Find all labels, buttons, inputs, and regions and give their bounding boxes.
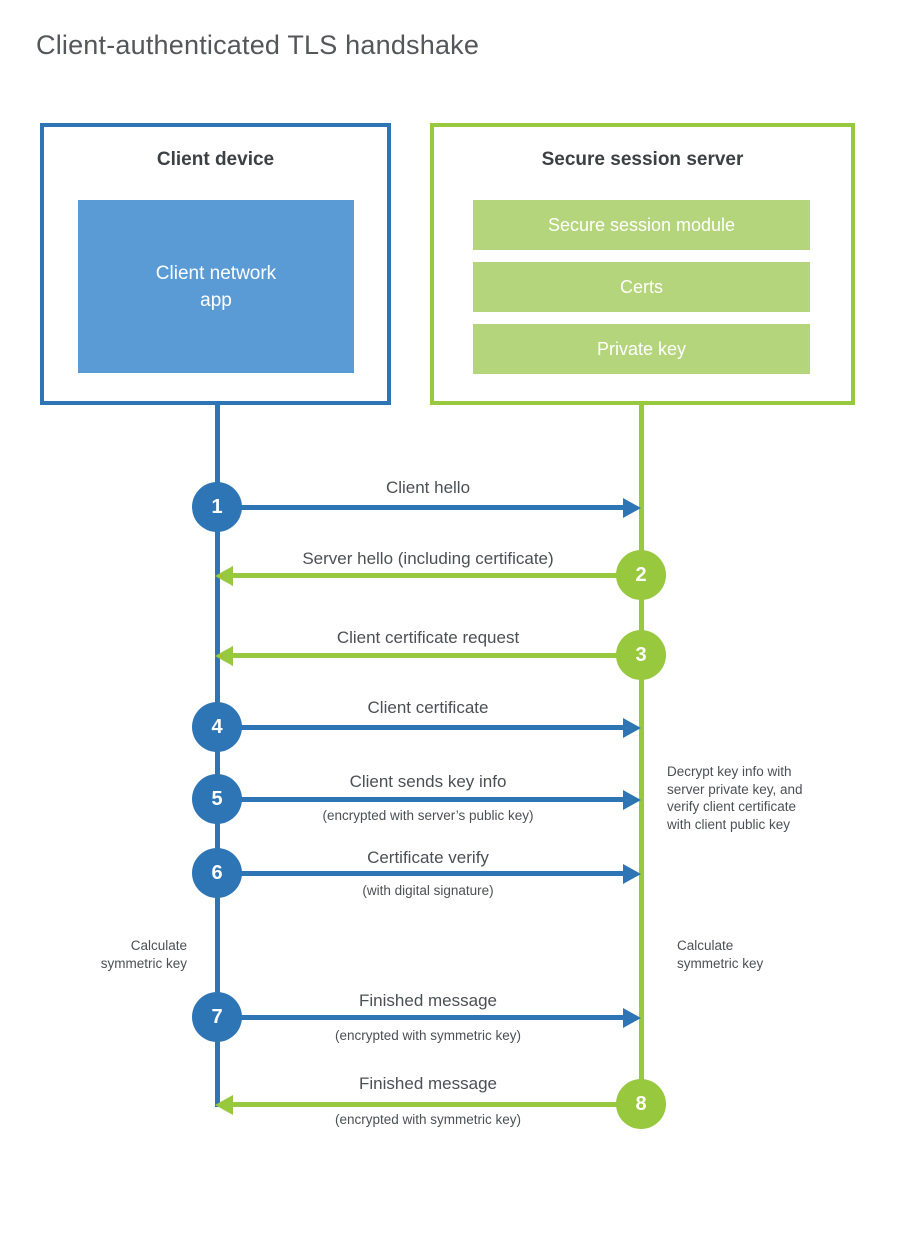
message-label-3: Client certificate request <box>336 628 520 647</box>
message-label-4: Client certificate <box>367 698 489 717</box>
client-network-app-rect: Client network app <box>78 200 354 373</box>
message-label-2: Server hello (including certificate) <box>302 549 554 568</box>
step-circle-3: 3 <box>616 630 666 680</box>
page-title: Client-authenticated TLS handshake <box>36 30 480 60</box>
arrow-step-5 <box>217 790 641 810</box>
step-circle-1: 1 <box>192 482 242 532</box>
server-module-private-key: Private key <box>473 324 810 374</box>
arrow-step-2 <box>215 566 641 586</box>
server-module-certs: Certs <box>473 262 810 312</box>
note-calculate-symmetric-key-server: Calculate symmetric key <box>677 938 764 971</box>
arrow-step-6 <box>217 864 641 884</box>
arrow-step-7 <box>217 1008 641 1028</box>
step-circle-4: 4 <box>192 702 242 752</box>
message-sublabel-8: (encrypted with symmetric key) <box>334 1112 522 1127</box>
message-label-5: Client sends key info <box>349 772 507 791</box>
server-module-secure-session: Secure session module <box>473 200 810 250</box>
arrowhead-right-icon <box>623 790 641 810</box>
arrow-step-3 <box>215 646 641 666</box>
arrowhead-right-icon <box>623 498 641 518</box>
secure-session-server-title: Secure session server <box>541 149 744 170</box>
message-label-1: Client hello <box>385 478 471 497</box>
arrowhead-right-icon <box>623 718 641 738</box>
step-circle-5: 5 <box>192 774 242 824</box>
arrowhead-left-icon <box>215 646 233 666</box>
server-lifeline <box>639 405 644 1105</box>
message-sublabel-6: (with digital signature) <box>362 883 494 898</box>
client-device-title: Client device <box>156 149 275 170</box>
arrowhead-left-icon <box>215 566 233 586</box>
step-circle-2: 2 <box>616 550 666 600</box>
message-label-6: Certificate verify <box>367 848 489 867</box>
arrowhead-right-icon <box>623 1008 641 1028</box>
arrow-step-8 <box>215 1095 641 1115</box>
arrowhead-left-icon <box>215 1095 233 1115</box>
message-sublabel-5: (encrypted with server’s public key) <box>322 808 534 823</box>
step-circle-7: 7 <box>192 992 242 1042</box>
message-sublabel-7: (encrypted with symmetric key) <box>334 1028 522 1043</box>
arrow-step-4 <box>217 718 641 738</box>
client-lifeline <box>215 405 220 1107</box>
step-circle-6: 6 <box>192 848 242 898</box>
message-label-7: Finished message <box>359 991 497 1010</box>
arrowhead-right-icon <box>623 864 641 884</box>
note-decrypt-key-info: Decrypt key info with server private key… <box>667 764 803 832</box>
step-circle-8: 8 <box>616 1079 666 1129</box>
message-label-8: Finished message <box>359 1074 497 1093</box>
note-calculate-symmetric-key-client: Calculate symmetric key <box>100 938 187 971</box>
arrow-step-1 <box>217 498 641 518</box>
